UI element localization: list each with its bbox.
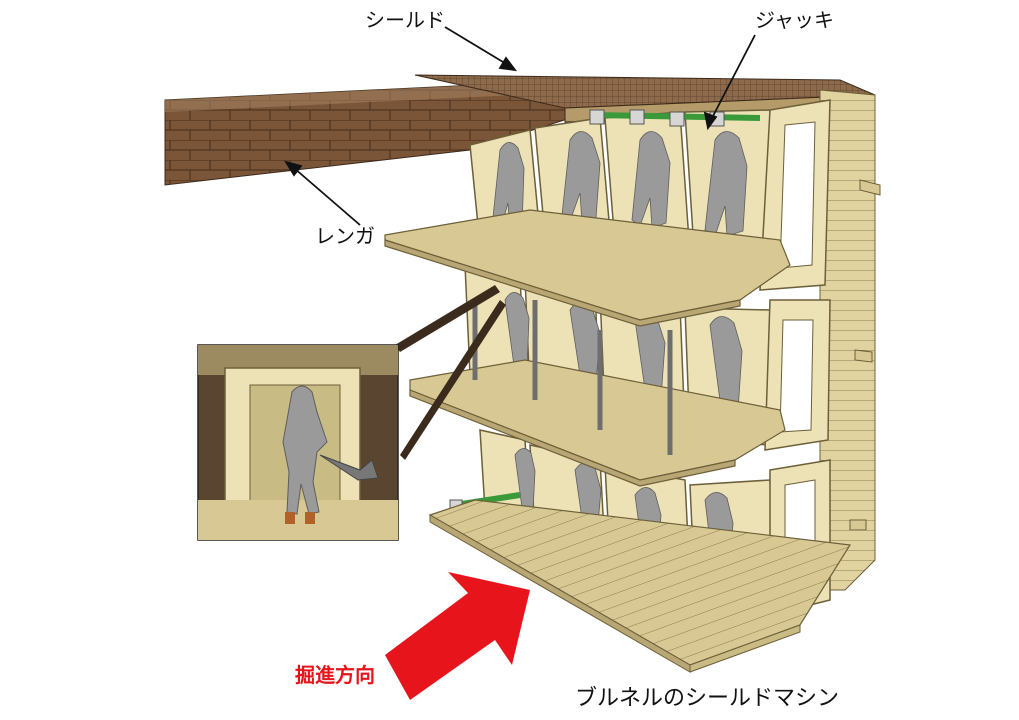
label-direction: 掘進方向 xyxy=(295,663,375,687)
label-brick: レンガ xyxy=(315,224,375,248)
diagram-caption: ブルネルのシールドマシン xyxy=(575,686,840,711)
bottom-deck xyxy=(428,499,852,673)
arrow-icon xyxy=(385,572,530,700)
inset-detail xyxy=(197,285,506,541)
side-wall xyxy=(819,89,881,591)
leader-lines xyxy=(284,26,756,226)
label-shield: シールド xyxy=(365,8,445,32)
label-jack: ジャッキ xyxy=(755,8,834,32)
frame-openings xyxy=(779,121,816,593)
worker-silhouettes xyxy=(491,131,748,584)
